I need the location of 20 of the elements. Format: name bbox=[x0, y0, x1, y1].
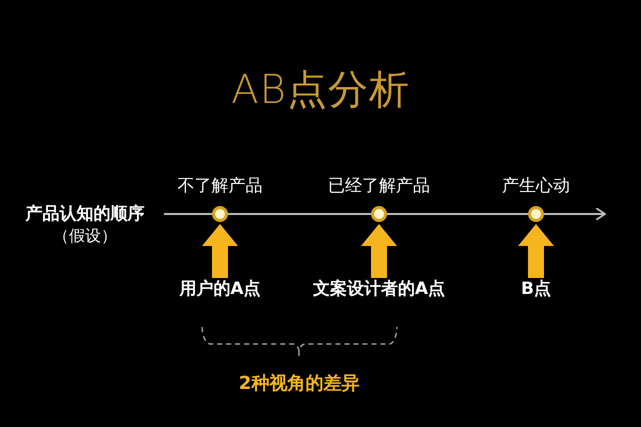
stage-label: 不了解产品 bbox=[176, 175, 264, 197]
note-text: （假设） bbox=[53, 225, 117, 247]
title: AB点分析 bbox=[230, 66, 411, 115]
timeline-segment bbox=[164, 213, 212, 215]
timeline-segment bbox=[228, 213, 371, 215]
timeline-arrow bbox=[544, 207, 606, 221]
block-arrow bbox=[361, 224, 397, 278]
axis-label: 产品认知的顺序 bbox=[26, 203, 144, 225]
stage-label: 已经了解产品 bbox=[327, 175, 431, 197]
timeline-dot bbox=[371, 206, 387, 222]
block-arrow bbox=[518, 224, 554, 278]
block-arrow bbox=[202, 224, 238, 278]
difference-note: 2种视角的差异 bbox=[238, 372, 360, 395]
stage-label: 产生心动 bbox=[501, 175, 571, 197]
point-label: 文案设计者的A点 bbox=[312, 278, 446, 300]
point-label: 用户的A点 bbox=[179, 278, 261, 300]
timeline-dot bbox=[212, 206, 228, 222]
timeline-dot bbox=[528, 206, 544, 222]
point-label: B点 bbox=[521, 278, 551, 300]
timeline-segment bbox=[387, 213, 528, 215]
